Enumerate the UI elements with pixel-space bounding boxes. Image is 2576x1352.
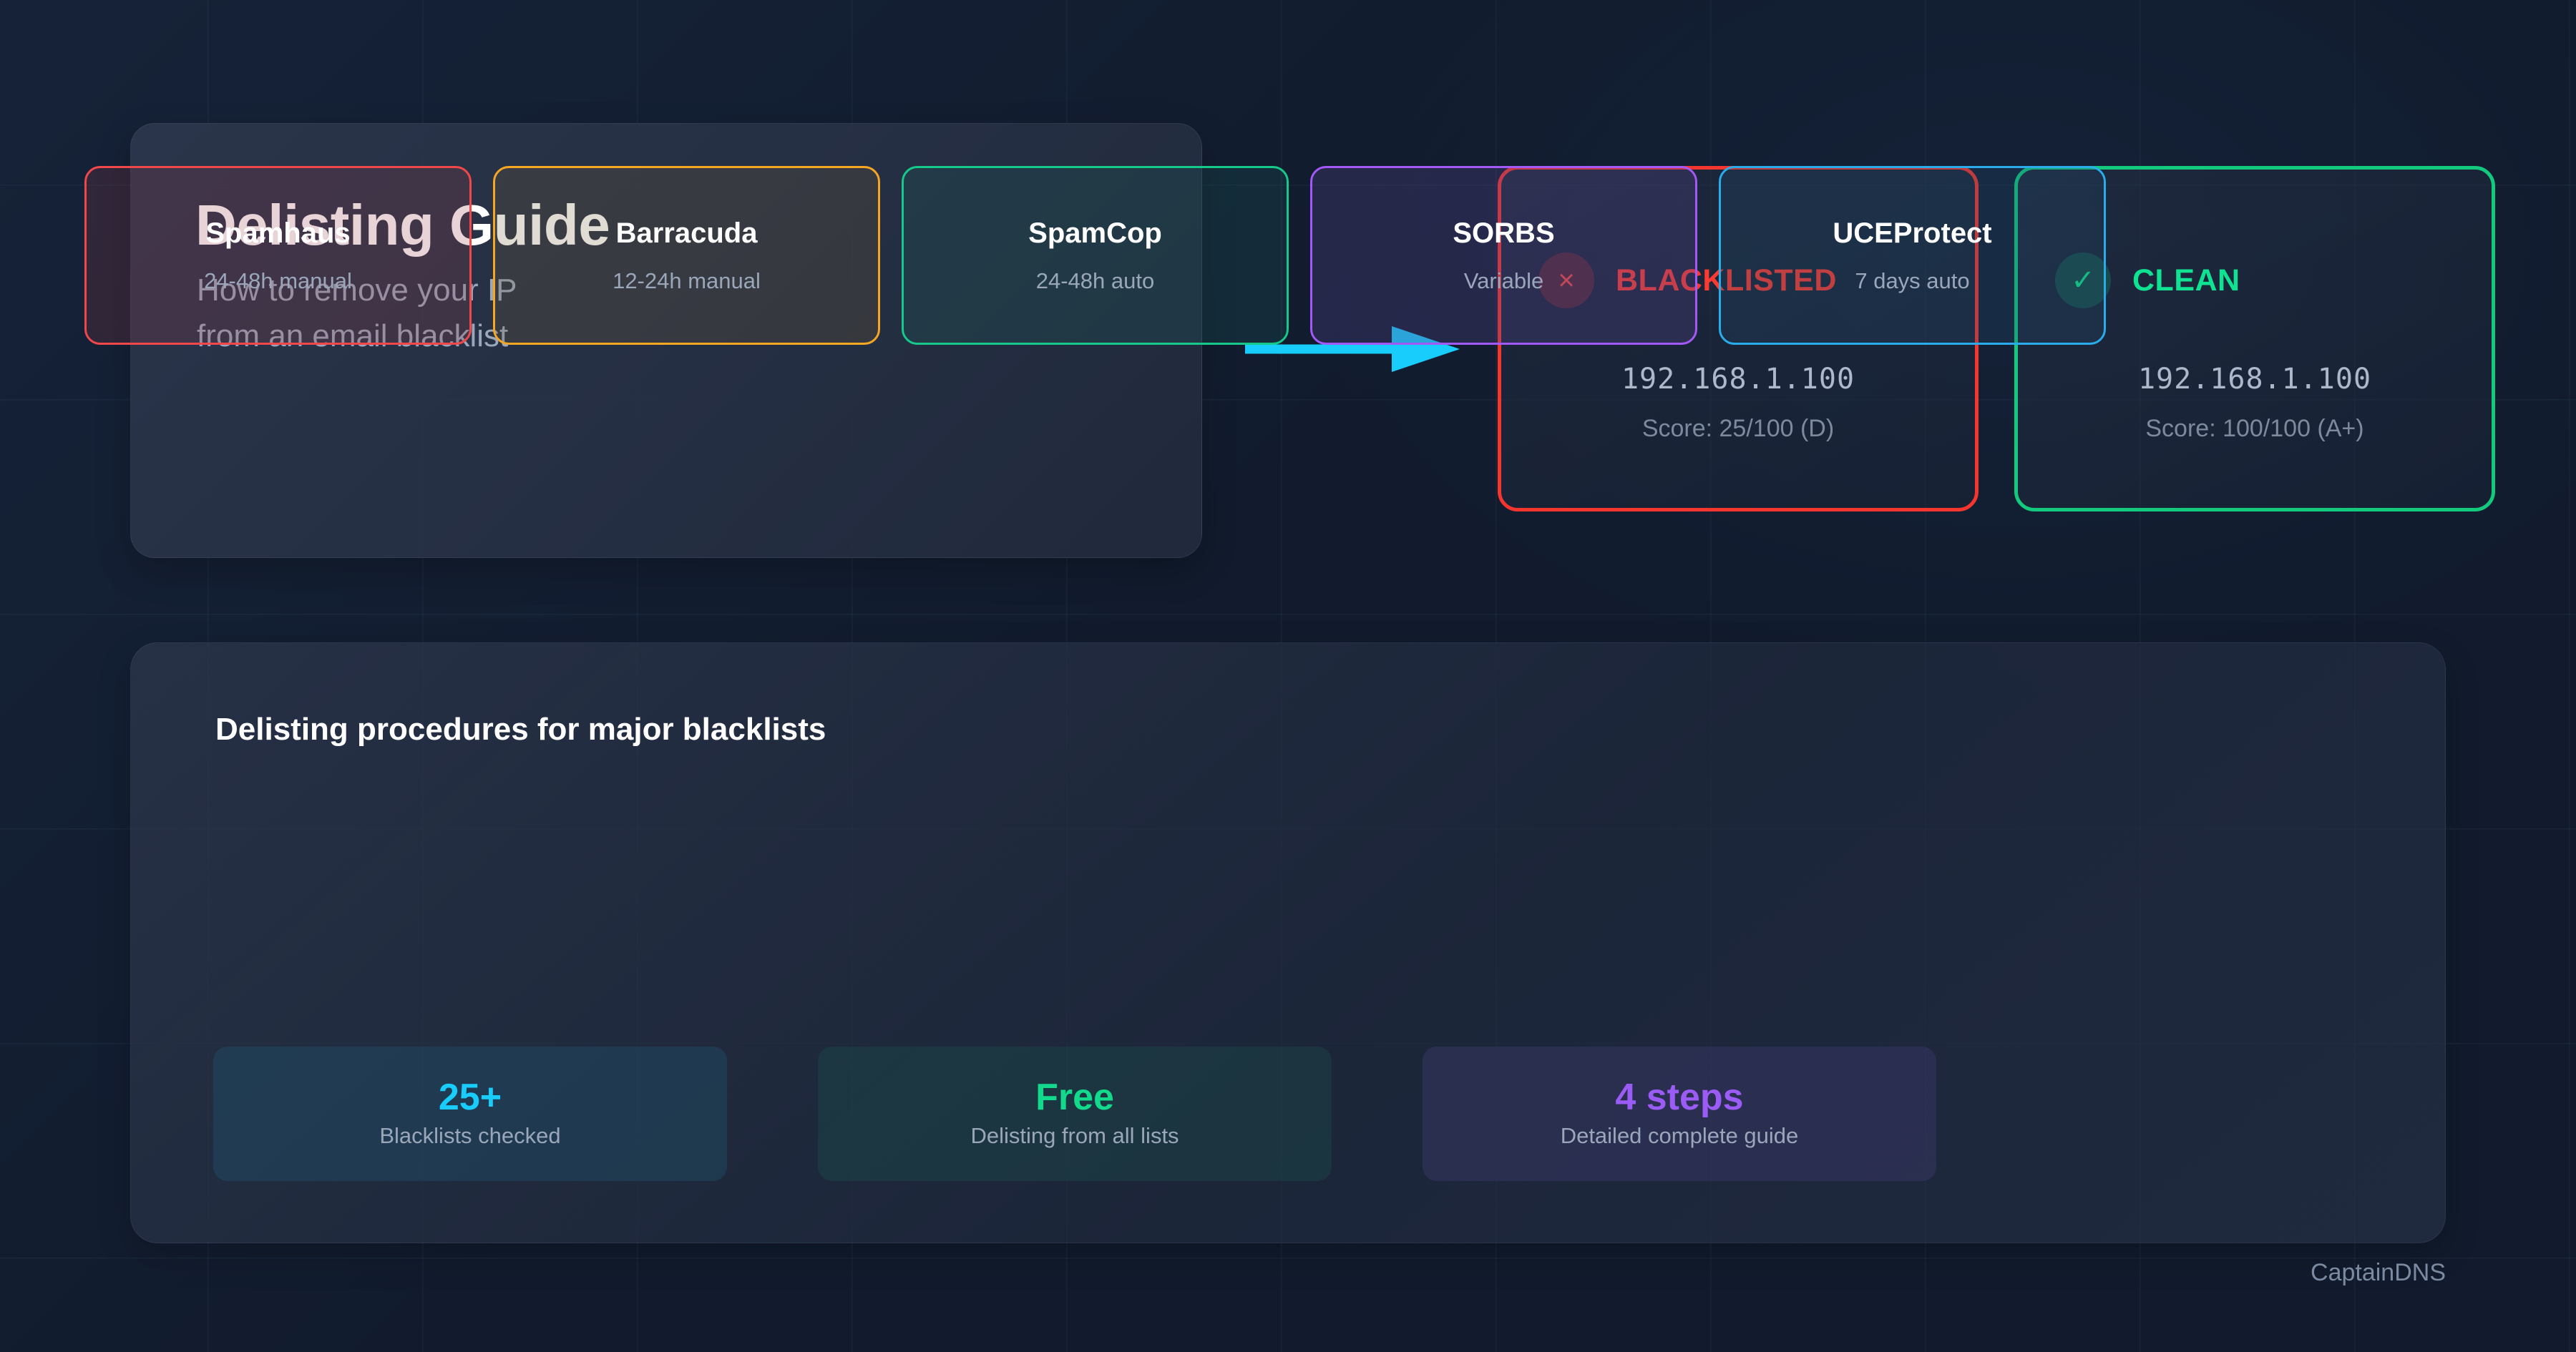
stat-label: Delisting from all lists: [970, 1123, 1179, 1148]
chip-duration: 24-48h manual: [204, 268, 352, 293]
stat-value: 25+: [438, 1077, 502, 1118]
chip-name: UCEProtect: [1833, 217, 1992, 249]
score-clean: Score: 100/100 (A+): [2145, 415, 2364, 442]
x-icon: ×: [1538, 253, 1594, 308]
status-card-blacklisted: × BLACKLISTED 192.168.1.100 Score: 25/10…: [1498, 166, 1979, 511]
panel-title: Delisting procedures for major blacklist…: [215, 712, 826, 747]
stat-value: 4 steps: [1615, 1077, 1744, 1118]
stat-value: Free: [1035, 1077, 1114, 1118]
status-header-clean: ✓ CLEAN: [2055, 253, 2240, 308]
stat-box-steps: 4 steps Detailed complete guide: [1423, 1047, 1936, 1181]
chip-name: Barracuda: [615, 217, 758, 249]
chip-duration: 12-24h manual: [613, 268, 761, 293]
status-badge-blacklisted: BLACKLISTED: [1616, 263, 1837, 298]
blacklist-chip-barracuda[interactable]: Barracuda 12-24h manual: [493, 166, 880, 345]
blacklist-chip-spamhaus[interactable]: Spamhaus 24-48h manual: [84, 166, 472, 345]
hero-card: Delisting Guide How to remove your IP fr…: [130, 123, 1202, 558]
stats-row: 25+ Blacklists checked Free Delisting fr…: [213, 1047, 1936, 1181]
chip-duration: Variable: [1463, 268, 1544, 293]
chip-name: Spamhaus: [205, 217, 351, 249]
page-subtitle: How to remove your IP from an email blac…: [197, 273, 517, 366]
procedures-panel: Delisting procedures for major blacklist…: [130, 642, 2446, 1243]
brand-watermark: CaptainDNS: [2311, 1259, 2446, 1286]
chip-name: SpamCop: [1028, 217, 1162, 249]
status-header-blacklisted: × BLACKLISTED: [1538, 253, 1837, 308]
status-badge-clean: CLEAN: [2132, 263, 2240, 298]
chip-name: SORBS: [1453, 217, 1555, 249]
check-icon: ✓: [2055, 253, 2111, 308]
blacklist-chip-uceprotect[interactable]: UCEProtect 7 days auto: [1719, 166, 2106, 345]
stat-box-blacklists-checked: 25+ Blacklists checked: [213, 1047, 727, 1181]
stat-box-free-delisting: Free Delisting from all lists: [818, 1047, 1332, 1181]
chip-duration: 24-48h auto: [1035, 268, 1155, 293]
stat-label: Blacklists checked: [379, 1123, 561, 1148]
blacklist-chip-spamcop[interactable]: SpamCop 24-48h auto: [902, 166, 1289, 345]
page-title: Delisting Guide: [195, 193, 610, 257]
stat-label: Detailed complete guide: [1560, 1123, 1799, 1148]
blacklist-chip-sorbs[interactable]: SORBS Variable: [1310, 166, 1697, 345]
ip-address-clean: 192.168.1.100: [2137, 363, 2372, 396]
page-subtitle-line-1: How to remove your IP: [197, 273, 517, 308]
blacklist-provider-list: Spamhaus 24-48h manual Barracuda 12-24h …: [84, 166, 2106, 345]
flow-arrow-icon: [1245, 326, 1460, 372]
chip-duration: 7 days auto: [1855, 268, 1970, 293]
ip-address-blacklisted: 192.168.1.100: [1621, 363, 1855, 396]
score-blacklisted: Score: 25/100 (D): [1641, 415, 1835, 442]
